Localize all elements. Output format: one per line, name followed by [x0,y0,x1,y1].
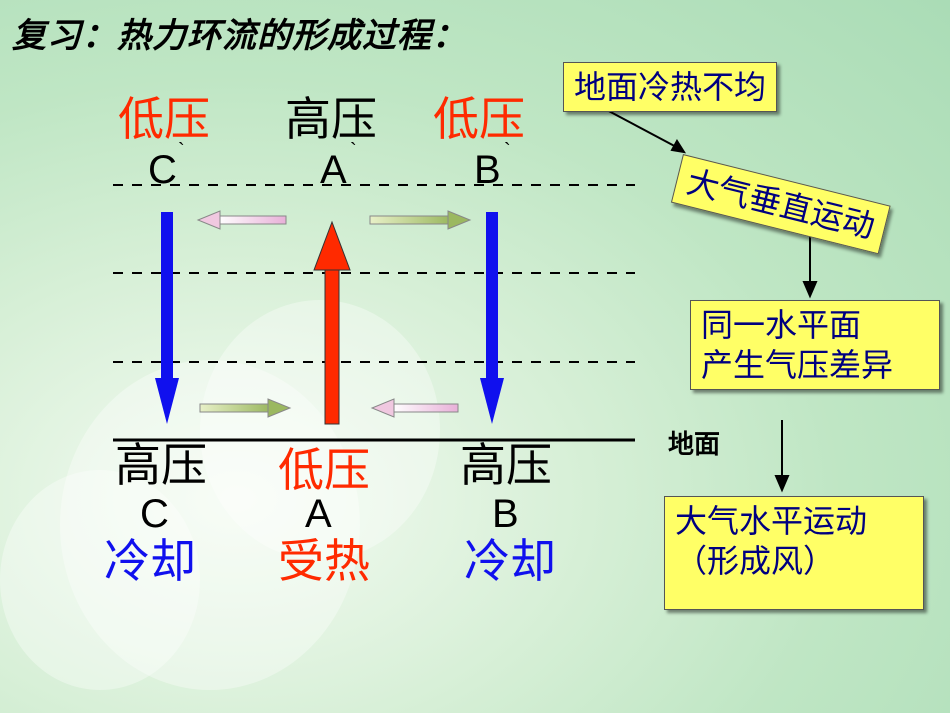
flow-step-3-line2: 产生气压差异 [701,346,894,384]
connector-1-head [670,139,687,154]
middle-rising-arrow [313,220,351,425]
lower-left-state: 冷却 [104,534,196,588]
flow-step-3: 同一水平面 产生气压差异 [690,300,940,390]
lower-left-pressure: 高压 [115,438,207,492]
upper-right-pressure: 低压 [433,92,525,146]
left-descending-arrow [155,212,179,424]
connector-3-head [774,475,790,493]
lotus-petal [200,300,440,560]
lower-left-letter: C [140,492,169,536]
lower-right-state: 冷却 [464,534,556,588]
upper-left-flow-arrow [196,210,287,230]
lower-right-letter: B [492,492,519,536]
lotus-petal [60,360,360,690]
upper-left-pressure: 低压 [118,92,210,146]
lower-right-pressure: 高压 [460,438,552,492]
upper-right-mark: ` [504,140,511,162]
page-title: 复习：热力环流的形成过程： [12,16,467,56]
lotus-petal [0,470,200,690]
ground-label: 地面 [668,430,721,460]
upper-left-letter: C [148,148,177,192]
upper-middle-mark: ` [350,140,357,162]
upper-left-mark: ` [178,140,185,162]
flow-step-4: 大气水平运动 （形成风） [664,496,924,610]
flow-step-4-line1: 大气水平运动 [675,502,868,540]
lower-middle-state: 受热 [278,534,370,588]
lower-middle-letter: A [305,492,332,536]
connector-2-head [802,281,818,299]
right-descending-arrow [480,212,504,424]
lower-right-flow-arrow [370,398,459,418]
upper-middle-pressure: 高压 [285,92,377,146]
flow-step-1: 地面冷热不均 [563,62,778,112]
lower-left-flow-arrow [199,398,292,418]
upper-middle-letter: A [320,148,347,192]
lower-middle-pressure: 低压 [278,443,370,497]
flow-step-1-text: 地面冷热不均 [574,68,767,106]
upper-right-letter: B [474,148,501,192]
flow-step-3-line1: 同一水平面 [701,306,862,344]
upper-right-flow-arrow [369,210,472,230]
flow-step-4-line2: （形成风） [675,542,836,580]
